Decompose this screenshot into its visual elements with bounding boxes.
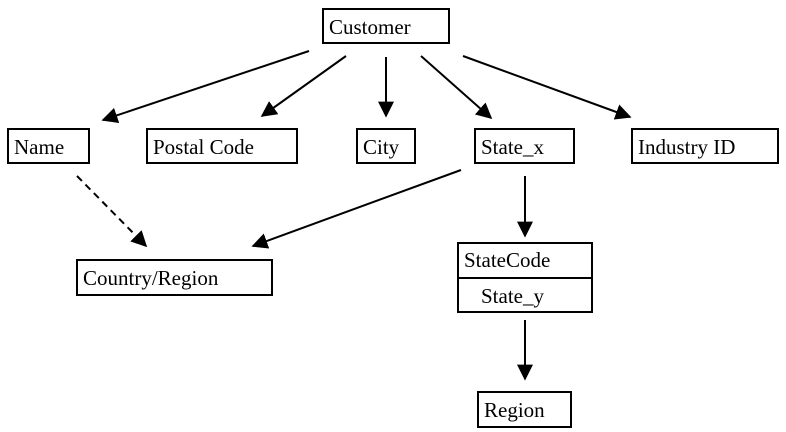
edge-name-country-region [76,175,148,248]
node-statecode-header: StateCode [464,248,551,272]
node-customer: Customer [322,8,450,44]
node-country-region-label: Country/Region [83,266,219,290]
node-city-label: City [363,135,400,159]
node-state-x-label: State_x [481,135,544,159]
node-region-label: Region [484,398,545,422]
edge-customer-name [101,50,310,124]
node-country-region: Country/Region [76,259,273,296]
node-customer-label: Customer [329,15,411,39]
node-postal-code: Postal Code [146,128,298,164]
node-region: Region [477,391,572,428]
edge-state-x-country-region [251,169,462,249]
node-statecode-divider [459,277,591,279]
edge-customer-state-x [420,55,493,120]
node-city: City [356,128,416,164]
node-industry-id-label: Industry ID [638,135,736,159]
node-name-label: Name [14,135,65,159]
node-state-x: State_x [474,128,575,164]
node-postal-code-label: Postal Code [153,135,254,159]
node-statecode-table: StateCode State_y [457,242,593,313]
edge-customer-postal-code [260,55,347,117]
node-statecode-field: State_y [481,284,544,308]
node-industry-id: Industry ID [631,128,779,164]
edge-customer-industry-id [462,55,632,120]
node-name: Name [7,128,90,164]
